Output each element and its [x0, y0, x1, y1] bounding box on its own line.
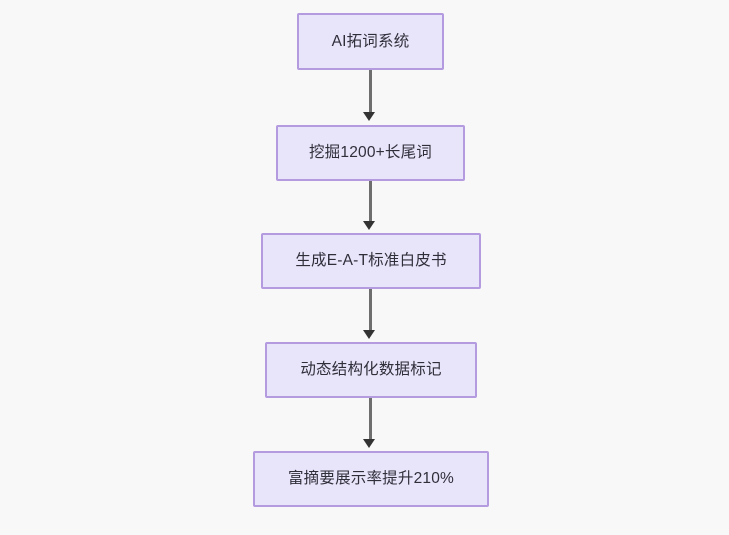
connector-line-3-4	[369, 289, 372, 333]
connector-line-4-5	[369, 398, 372, 442]
flow-node-label: 动态结构化数据标记	[300, 361, 442, 379]
connector-line-2-3	[369, 181, 372, 224]
flow-node-dynamic-structured-data-markup[interactable]: 动态结构化数据标记	[265, 342, 477, 398]
flow-node-label: 富摘要展示率提升210%	[287, 470, 455, 488]
connector-line-1-2	[369, 70, 372, 115]
flow-node-label: 挖掘1200+长尾词	[308, 144, 433, 162]
connector-arrowhead-2-3	[363, 221, 375, 230]
connector-arrowhead-4-5	[363, 439, 375, 448]
flow-node-ai-keyword-system[interactable]: AI拓词系统	[297, 13, 444, 70]
flow-node-label: 生成E-A-T标准白皮书	[295, 252, 447, 270]
connector-arrowhead-1-2	[363, 112, 375, 121]
flow-node-rich-snippet-impression-uplift[interactable]: 富摘要展示率提升210%	[253, 451, 489, 507]
flow-node-label: AI拓词系统	[331, 32, 410, 50]
connector-arrowhead-3-4	[363, 330, 375, 339]
flow-node-mine-longtail-keywords[interactable]: 挖掘1200+长尾词	[276, 125, 465, 181]
flow-node-generate-eat-whitepaper[interactable]: 生成E-A-T标准白皮书	[261, 233, 481, 289]
